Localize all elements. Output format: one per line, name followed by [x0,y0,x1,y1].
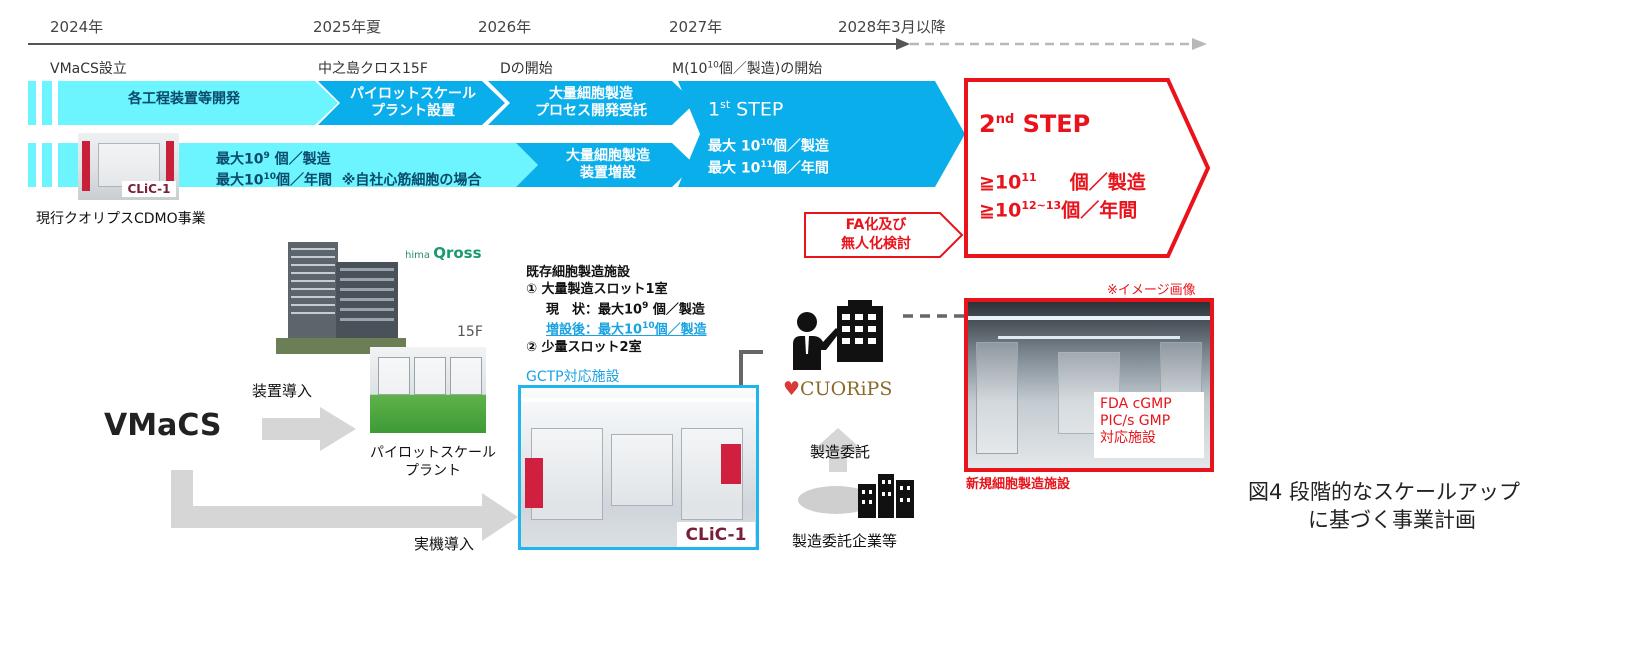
current-cdmo-photo: CLiC-1 [78,133,179,200]
year-2026: 2026年 [478,18,532,36]
figure-caption: 図4 段階的なスケールアップ に基づく事業計画 [1248,480,1521,532]
step2-capacity: ≧1011 個／製造 ≧1012~13個／年間 [979,171,1146,222]
row1-pilot-label: パイロットスケールプラント設置 [350,86,476,119]
existing-facility-info: 既存細胞製造施設 ① 大量製造スロット1室 現 状：最大109 個／製造 増設後… [526,265,707,355]
milestone-vmacs: VMaCS設立 [50,61,127,77]
clic-logo-small: CLiC-1 [122,181,176,197]
year-2024: 2024年 [50,18,104,36]
consign-label: 製造委託 [810,443,871,461]
new-facility-label: 新規細胞製造施設 [966,477,1071,492]
row1-mass-label: 大量細胞製造プロセス開発受託 [535,86,647,119]
step1-capacity: 最大 1010個／製造 最大 1011個／年間 [708,138,829,177]
vmacs-label: VMaCS [104,408,222,443]
cuorips-logo: ♥CUORiPS [783,378,893,400]
companies-icon [798,474,914,518]
clic-facility-photo: CLiC-1 [518,385,759,550]
consign-companies-label: 製造委託企業等 [792,532,898,550]
row1-dev-label: 各工程装置等開発 [128,91,240,107]
pilot-plant-photo [370,347,486,433]
device-intro-label: 装置導入 [252,382,313,400]
row2-capacity: 最大109 個／製造 最大1010個／年間 ※自社心筋細胞の場合 [216,151,482,189]
current-cdmo-label: 現行クオリプスCDMO事業 [36,211,206,227]
year-2028: 2028年3月以降 [838,18,946,36]
real-intro-label: 実機導入 [414,535,475,553]
row2-expand-label: 大量細胞製造装置増設 [566,148,650,181]
pilot-plant-label: パイロットスケールプラント [370,445,496,479]
clic-logo-large: CLiC-1 [677,522,755,547]
milestone-m-start: M(1010個／製造)の開始 [672,60,823,77]
new-facility-photo: FDA cGMP PIC/s GMP 対応施設 [964,298,1214,472]
gctp-label: GCTP対応施設 [526,369,620,385]
building-photo [276,240,406,354]
year-2027: 2027年 [669,18,723,36]
step2-title: 2nd STEP [979,110,1091,138]
fa-label: FA化及び無人化検討 [841,217,911,252]
floor-15f: 15F [457,324,483,340]
year-2025: 2025年夏 [313,18,382,36]
person-presenting-icon [793,300,883,370]
new-facility-overlay: FDA cGMP PIC/s GMP 対応施設 [1094,392,1204,458]
milestone-nakanoshima: 中之島クロス15F [318,61,428,77]
heart-icon: ♥ [783,378,801,400]
image-note: ※イメージ画像 [1107,283,1196,298]
step1-title: 1st STEP [708,98,784,121]
milestone-d-start: Dの開始 [500,61,553,77]
